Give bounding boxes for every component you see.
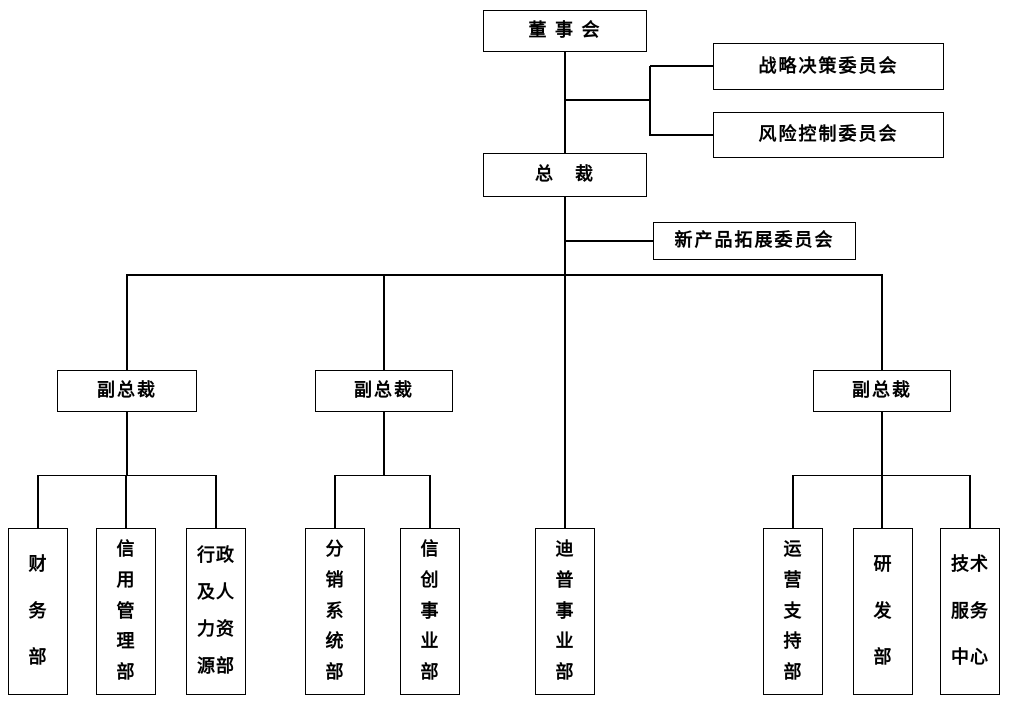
node-dept-xinchuang: 信创事业部 [400,528,460,695]
connector-drop-finance [37,475,39,528]
node-dept-credit-management-label: 信用管理部 [116,539,136,683]
node-dept-finance: 财务部 [8,528,68,695]
node-dept-operations-support-label: 运营支持部 [783,539,803,683]
node-risk-committee-label: 风险控制委员会 [758,124,899,145]
node-new-product-committee-label: 新产品拓展委员会 [674,230,835,251]
connector-drop-vp-right [881,275,883,370]
node-strategy-committee-label: 战略决策委员会 [758,55,899,76]
connector-strategy-h [650,65,713,67]
node-tech-service-center-label: 技术服务中心 [951,554,989,667]
connector-risk-h [650,134,713,136]
connector-drop-distribution [334,475,336,528]
connector-drop-rnd [881,475,883,528]
connector-committees-spine [649,66,651,136]
connector-new-product-h [565,240,653,242]
connector-board-committees-h [565,99,651,101]
connector-president-main [564,197,566,275]
node-dept-rnd-label: 研发部 [873,554,893,667]
connector-left-subtree-h [37,474,217,476]
node-dept-dipu: 迪普事业部 [535,528,595,695]
node-dept-finance-label: 财务部 [28,554,48,667]
node-risk-committee: 风险控制委员会 [713,112,944,158]
connector-vp-left-down [126,412,128,476]
node-dept-rnd: 研发部 [853,528,913,695]
node-dept-operations-support: 运营支持部 [763,528,823,695]
node-strategy-committee: 战略决策委员会 [713,43,944,90]
connector-middle-subtree-h [334,474,431,476]
connector-main-horizontal [126,274,883,276]
node-dept-distribution-system: 分销系统部 [305,528,365,695]
node-vp-right: 副总裁 [813,370,951,412]
node-dept-credit-management: 信用管理部 [96,528,156,695]
node-vp-left-label: 副总裁 [97,380,157,401]
connector-drop-admin-hr [215,475,217,528]
connector-vp-middle-down [383,412,385,476]
connector-drop-operations [792,475,794,528]
node-dept-admin-hr: 行政及人力资源部 [186,528,246,695]
node-dept-dipu-label: 迪普事业部 [555,539,575,683]
node-president-label: 总 裁 [535,164,595,185]
node-vp-left: 副总裁 [57,370,197,412]
connector-drop-xinchuang [429,475,431,528]
connector-drop-vp-left [126,275,128,370]
connector-vp-right-down [881,412,883,476]
connector-board-president [564,52,566,153]
node-vp-right-label: 副总裁 [852,380,912,401]
node-board-of-directors-label: 董 事 会 [528,20,602,41]
connector-drop-vp-middle [383,275,385,370]
node-board-of-directors: 董 事 会 [483,10,647,52]
connector-drop-tech-service [969,475,971,528]
node-tech-service-center: 技术服务中心 [940,528,1000,695]
node-new-product-committee: 新产品拓展委员会 [653,222,856,260]
node-vp-middle-label: 副总裁 [354,380,414,401]
node-dept-distribution-system-label: 分销系统部 [325,539,345,683]
node-president: 总 裁 [483,153,647,197]
connector-drop-credit [125,475,127,528]
node-dept-admin-hr-label: 行政及人力资源部 [197,545,235,677]
connector-drop-dipu [564,275,566,528]
node-dept-xinchuang-label: 信创事业部 [420,539,440,683]
node-vp-middle: 副总裁 [315,370,453,412]
